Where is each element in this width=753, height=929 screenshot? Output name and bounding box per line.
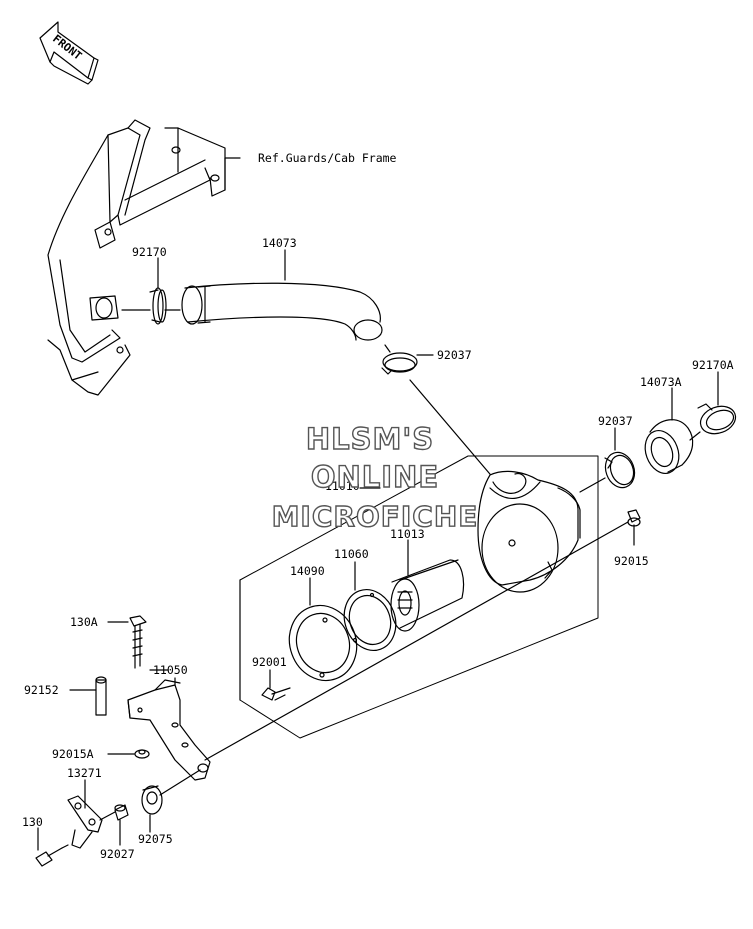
clamp-92037-right (604, 451, 636, 489)
front-arrow-icon (39, 21, 99, 85)
label-130: 130 (22, 815, 43, 829)
label-92170: 92170 (132, 245, 167, 259)
intake-hose-14073 (181, 282, 383, 341)
label-92037-right: 92037 (598, 414, 633, 428)
label-92037-top: 92037 (437, 348, 472, 362)
plate-13271 (67, 795, 103, 849)
filter-element-11013 (390, 559, 465, 632)
grommet-92015 (627, 509, 641, 527)
collar-92027 (114, 804, 129, 821)
cab-frame (47, 119, 226, 396)
bolt-130 (35, 847, 63, 867)
label-14073A: 14073A (640, 375, 682, 389)
label-92152: 92152 (24, 683, 59, 697)
cover-14090 (288, 604, 358, 682)
grommet-92015A (134, 749, 150, 759)
wing-bolt-92001 (261, 687, 291, 701)
label-13271: 13271 (67, 766, 102, 780)
bracket-11050 (127, 679, 211, 781)
label-11013: 11013 (390, 527, 425, 541)
label-11060: 11060 (334, 547, 369, 561)
label-14090: 14090 (290, 564, 325, 578)
label-92027: 92027 (100, 847, 135, 861)
clamp-92170A (697, 403, 737, 435)
gasket-11060 (343, 589, 397, 651)
bolt-130A (129, 615, 147, 669)
label-11010: 11010 (325, 479, 360, 493)
label-11050: 11050 (153, 663, 188, 677)
clamp-92037-top (381, 352, 418, 375)
label-92015A: 92015A (52, 747, 94, 761)
label-92170A: 92170A (692, 358, 734, 372)
air-cleaner-housing-11010 (477, 470, 581, 593)
label-92075: 92075 (138, 832, 173, 846)
collar-92152 (95, 676, 107, 716)
damper-92075 (141, 785, 163, 815)
label-ref-guards: Ref.Guards/Cab Frame (258, 151, 397, 165)
label-92001: 92001 (252, 655, 287, 669)
duct-14073A (644, 419, 694, 474)
label-92015: 92015 (614, 554, 649, 568)
clamp-92170 (149, 287, 167, 325)
label-14073: 14073 (262, 236, 297, 250)
label-130A: 130A (70, 615, 98, 629)
